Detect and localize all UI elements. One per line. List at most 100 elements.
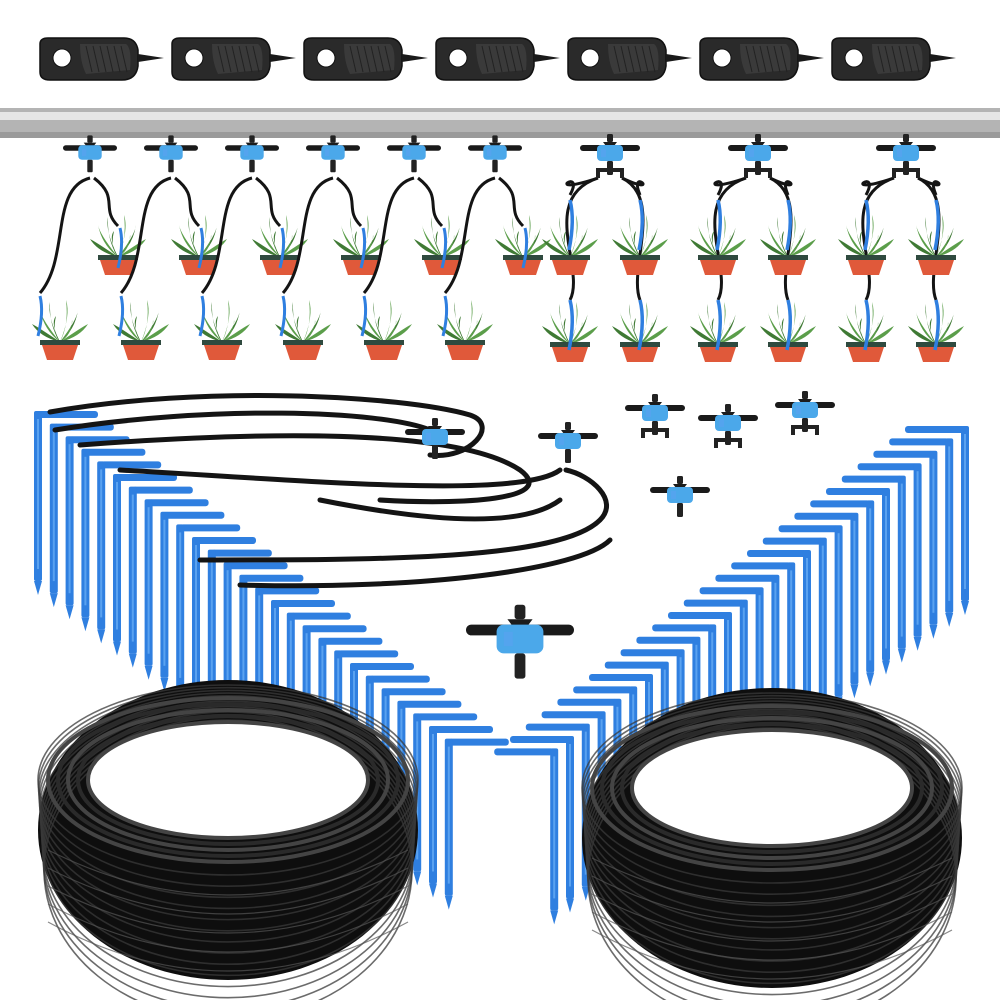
drip-tube [119, 176, 172, 294]
stake-slot [553, 756, 556, 899]
hole-punch-tool [303, 37, 428, 81]
stake-tip [929, 624, 938, 639]
tool-grip-texture [898, 45, 906, 73]
coil-turn [38, 692, 418, 910]
tool-grip-texture [224, 45, 232, 73]
plant-leaf [384, 320, 397, 342]
dripper-highlight [162, 148, 168, 157]
stake-slot [100, 469, 103, 618]
tool-grip-texture [891, 45, 899, 73]
arrow-stake [510, 736, 574, 913]
tool-grip-texture [905, 45, 913, 73]
stake-arm [510, 736, 570, 743]
stake-arm [433, 726, 493, 733]
dripper-blue-body [667, 487, 693, 503]
drip-tube [917, 176, 941, 196]
plant-pot [622, 260, 658, 275]
arrow-stake [826, 488, 890, 675]
stake-in-pot [279, 295, 287, 337]
stake-arm [573, 686, 634, 694]
stake-arm [778, 525, 839, 533]
stake-slot [790, 570, 793, 720]
plant-leaf [707, 217, 718, 257]
stake-arm [557, 698, 618, 706]
plant-leaf [171, 239, 199, 257]
plant-leaf [90, 239, 118, 257]
stake-in-pot [715, 299, 722, 351]
plant-leaf [711, 318, 718, 344]
stake-slot [742, 607, 745, 756]
dual-outlet-dripper-on-pipe [876, 134, 936, 178]
tool-spike [798, 54, 824, 62]
stake-arm [101, 461, 162, 469]
stake-arm [290, 612, 351, 620]
dripper-outlet-right [665, 428, 669, 438]
coil-sheen [591, 911, 953, 961]
tool-grip-texture [488, 45, 496, 73]
stake-slot [163, 519, 166, 666]
dripper-blue-body [483, 145, 507, 160]
plant-leaf [60, 300, 68, 342]
stake-tip [550, 910, 559, 925]
stake-slot [116, 482, 118, 630]
potted-plant-upper-left [542, 215, 598, 275]
adjustable-dripper-on-pipe [225, 135, 279, 173]
plant-leaf [629, 217, 640, 257]
stake-arm [541, 711, 602, 719]
coil-inner-ring [620, 722, 924, 854]
drip-tube [443, 176, 496, 294]
plant-leaf [442, 235, 455, 257]
dripper-blue-body [715, 415, 741, 431]
plant-watering-demo [32, 134, 964, 362]
plant-leaf [53, 316, 60, 342]
coil-sheen [47, 867, 409, 915]
plant-leaf [570, 302, 578, 344]
arrow-stake [810, 500, 875, 687]
stake-in-pot [637, 299, 644, 351]
stake-tip [49, 593, 58, 608]
stake-in-pot [198, 295, 206, 337]
coil-inner-ring [600, 710, 944, 866]
tool-grip-texture [120, 45, 128, 73]
arrow-stake [794, 512, 859, 699]
stake-slot [147, 507, 150, 654]
dual-outlet-dripper-on-pipe [728, 134, 788, 178]
tool-grip [872, 44, 923, 74]
stake-arm [652, 624, 713, 632]
plant-leaf [718, 235, 731, 257]
coil-inner-ring [66, 708, 390, 852]
stake-slot [242, 582, 245, 727]
pot-rim [768, 255, 808, 260]
dripper-split-bar [892, 168, 920, 172]
pot-rim [202, 340, 242, 345]
hole-punch-tools-row [39, 37, 956, 81]
plant-leaf [640, 302, 648, 344]
arrow-stake [841, 475, 906, 663]
dripper-outlet-right [620, 168, 624, 178]
plant-pot [770, 347, 806, 362]
coil-inner-ring [590, 704, 954, 872]
dripper-outlet-right [916, 168, 920, 178]
plant-leaf [252, 239, 280, 257]
stake-slot [948, 446, 951, 601]
plant-leaf [936, 239, 964, 257]
dripper-inlet-barb [903, 134, 909, 142]
stake-slot [900, 483, 903, 637]
stake-arm [589, 674, 649, 681]
plant-leaf [118, 215, 126, 257]
loose-dripper [405, 418, 465, 459]
tool-grip [476, 44, 527, 74]
coil-turn [582, 700, 962, 918]
plant-leaf [866, 302, 874, 344]
hole-punch-tool [39, 37, 164, 81]
stake-arm [227, 562, 288, 570]
tool-grip-texture [509, 45, 517, 73]
plant-leaf [929, 318, 936, 344]
arrow-stake [97, 461, 162, 644]
stake-slot [932, 458, 935, 613]
tool-grip-texture [363, 45, 371, 73]
dripper-highlight [559, 437, 564, 445]
tool-grip-texture [502, 45, 510, 73]
plant-leaf [273, 231, 280, 257]
plant-leaf [111, 231, 118, 257]
